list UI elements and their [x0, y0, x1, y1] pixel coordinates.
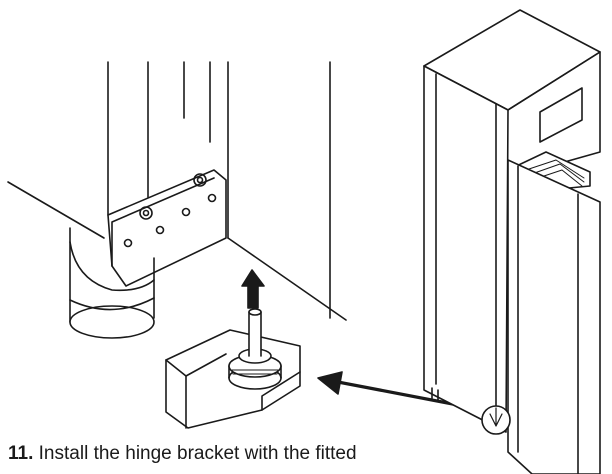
refrigerator-overview-icon: [423, 9, 601, 474]
step-number: 11.: [8, 443, 34, 464]
instruction-text: 11. Install the hinge bracket with the f…: [8, 442, 357, 466]
upward-arrow-icon: [241, 269, 265, 309]
step-description: Install the hinge bracket with the fitte…: [38, 443, 357, 464]
cabinet-detail-icon: [7, 61, 347, 339]
hinge-bracket-icon: [165, 308, 301, 429]
